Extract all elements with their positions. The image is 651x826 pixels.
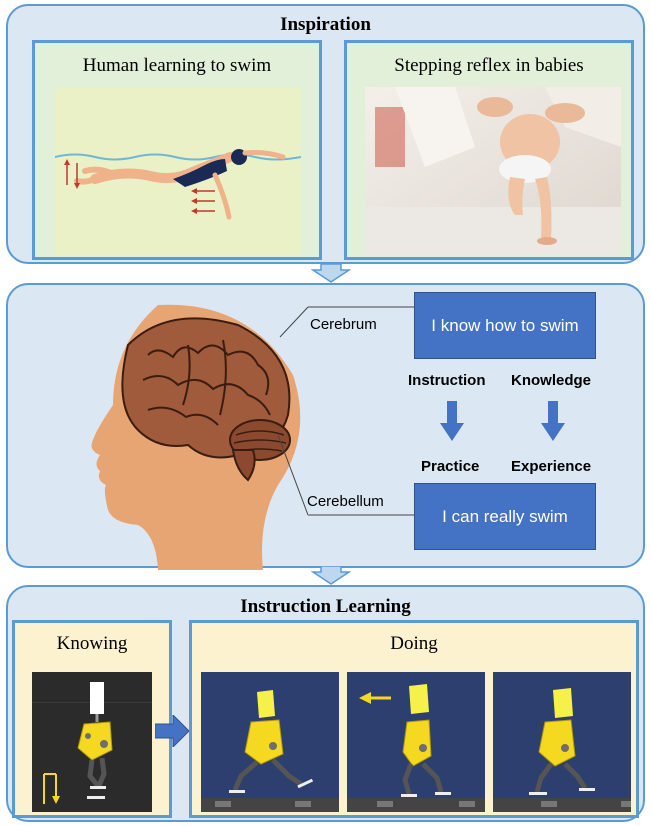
knowing-to-doing-arrow (155, 715, 189, 747)
instruction-arrow (440, 401, 464, 441)
baby-photo (365, 87, 621, 255)
baby-caption: Stepping reflex in babies (394, 55, 584, 76)
instruction-label: Instruction (408, 372, 486, 389)
knowledge-label: Knowledge (511, 372, 592, 389)
inspiration-panel: Inspiration Human learning to swim (6, 4, 645, 264)
head-brain-illustration (91, 304, 308, 570)
swim-caption: Human learning to swim (82, 55, 272, 76)
knowing-box: Knowing (12, 620, 172, 818)
doing-caption: Doing (390, 633, 438, 654)
knowledge-arrow (541, 401, 565, 441)
swim-box: Human learning to swim (32, 40, 322, 260)
doing-sim-2 (347, 672, 485, 812)
cerebrum-label: Cerebrum (310, 316, 377, 333)
really-swim-box: I can really swim (414, 483, 596, 550)
know-swim-box: I know how to swim (414, 292, 596, 359)
practice-label: Practice (421, 458, 480, 475)
doing-sim-3 (493, 672, 631, 812)
baby-box: Stepping reflex in babies (344, 40, 634, 260)
brain-panel: Cerebrum Cerebellum I know how to swim I… (6, 283, 645, 570)
pointer-lines (308, 306, 418, 516)
experience-label: Experience (511, 458, 592, 475)
instruction-learning-title: Instruction Learning (240, 596, 411, 617)
inspiration-title: Inspiration (280, 14, 371, 35)
swimmer-illustration (55, 87, 301, 255)
knowing-robot-sim (32, 672, 152, 812)
instruction-learning-panel: Instruction Learning Knowing Doing (6, 585, 645, 822)
down-arrow-1 (311, 264, 351, 283)
doing-sim-1 (201, 672, 339, 812)
down-arrow-2 (311, 566, 351, 585)
doing-box: Doing (189, 620, 639, 818)
cerebellum-label: Cerebellum (307, 493, 384, 510)
knowing-caption: Knowing (56, 633, 128, 654)
